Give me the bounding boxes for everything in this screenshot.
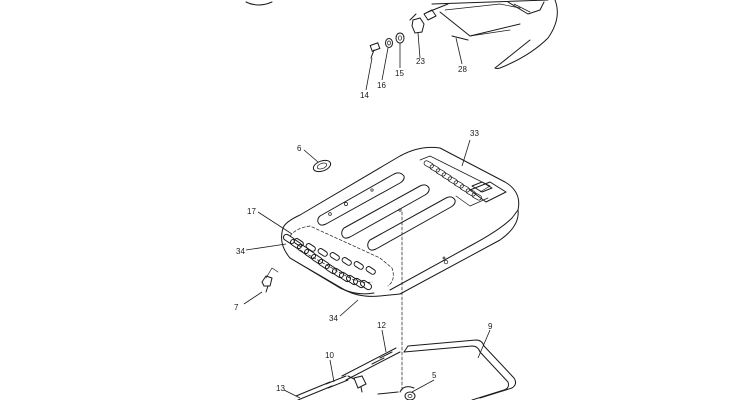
washer-15: [395, 32, 405, 44]
callout-23: 23: [416, 57, 425, 66]
callout-34-lower: 34: [329, 314, 338, 323]
latch-5: [377, 386, 416, 400]
bolt-14: [369, 42, 381, 59]
callout-28: 28: [458, 65, 467, 74]
rod-13: [295, 381, 333, 400]
partial-top-part: [245, 1, 273, 6]
callout-33: 33: [470, 129, 479, 138]
vent-row-front: [282, 233, 376, 291]
vent-row-top: [419, 155, 491, 201]
seal-strip-12: [341, 347, 401, 381]
washer-16: [385, 38, 393, 48]
bracket-10: [325, 375, 367, 393]
callout-17: 17: [247, 207, 256, 216]
frame-9: [403, 339, 517, 400]
cap-6: [312, 159, 332, 173]
callout-15: 15: [395, 69, 404, 78]
callout-6: 6: [297, 144, 302, 153]
callout-9: 9: [488, 322, 493, 331]
callout-34-upper: 34: [236, 247, 245, 256]
bolt-7: [261, 267, 279, 293]
callout-13: 13: [276, 384, 285, 393]
callout-labels: 14 16 15 23 28 33 6 17 34 7 34 12 9 10 1…: [234, 57, 493, 393]
top-cover-panel: [423, 0, 558, 69]
callout-7: 7: [234, 303, 239, 312]
hood-cover: [281, 146, 520, 297]
leader-lines: [243, 32, 491, 399]
callout-14: 14: [360, 91, 369, 100]
bracket-23: [409, 13, 425, 34]
callout-5: 5: [432, 371, 437, 380]
callout-12: 12: [377, 321, 386, 330]
callout-16: 16: [377, 81, 386, 90]
callout-10: 10: [325, 351, 334, 360]
